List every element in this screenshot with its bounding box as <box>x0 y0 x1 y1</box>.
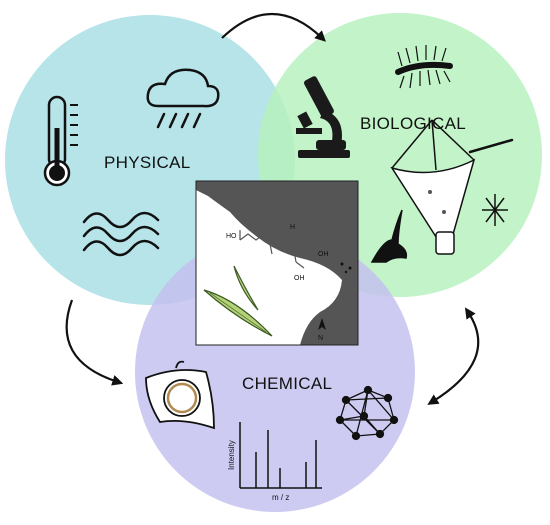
arrow-biological-chemical <box>427 307 480 405</box>
waves-icon <box>82 211 160 257</box>
star-plankton-icon <box>482 194 508 226</box>
map-panel: N <box>195 180 359 346</box>
dinoflagellate-icon <box>370 209 408 263</box>
spectrum-x-label: m / z <box>272 493 289 502</box>
molecule-oh-2-label: OH <box>294 275 305 282</box>
arrow-physical-to-chemical <box>65 299 124 386</box>
molecule-oh-1-label: OH <box>318 251 329 258</box>
spectrum-icon <box>239 422 322 489</box>
molecule-structure <box>239 230 319 269</box>
svg-text:N: N <box>318 335 323 342</box>
arrow-physical-to-biological <box>221 12 326 42</box>
cycle-arrows <box>65 12 480 405</box>
spectrum-y-label: Intensity <box>227 440 236 470</box>
molecule-nh-label: H <box>290 224 295 231</box>
biological-label: BIOLOGICAL <box>360 114 466 133</box>
plankton-net-icon <box>390 119 476 255</box>
microscope-icon <box>296 76 350 158</box>
physical-label: PHYSICAL <box>104 153 191 172</box>
thermometer-icon <box>43 95 78 187</box>
molecule-ho-label: HO <box>226 233 237 240</box>
map-sea <box>196 181 358 345</box>
rain-cloud-icon <box>146 68 220 129</box>
network-icon <box>335 385 399 441</box>
diatom-icon <box>395 45 453 89</box>
rod-diatom-icon <box>468 138 514 154</box>
north-arrow-icon: N <box>318 318 326 342</box>
petri-dish-icon <box>145 360 215 430</box>
diatom-cells-icon <box>203 265 273 337</box>
chemical-label: CHEMICAL <box>242 374 332 393</box>
